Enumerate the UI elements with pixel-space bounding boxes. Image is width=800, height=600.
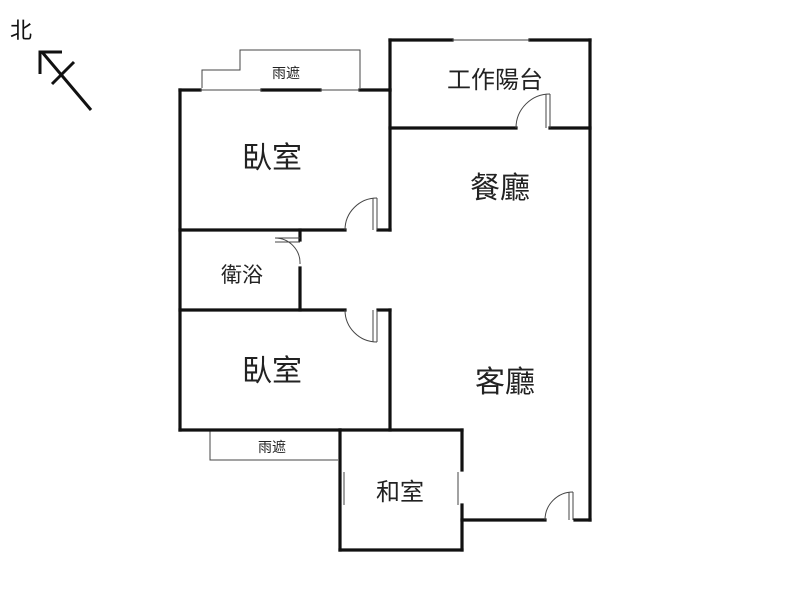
canopy-top-label: 雨遮 (272, 66, 300, 82)
door-entrance-icon (544, 491, 574, 521)
door-bedroom-bottom-icon (344, 309, 378, 343)
north-label: 北 (10, 19, 32, 44)
canopy-bottom: 雨遮 (209, 430, 338, 461)
canopy-bottom-label: 雨遮 (258, 440, 286, 456)
walls (178, 38, 592, 552)
room-label-dining: 餐廳 (470, 171, 530, 206)
doors (274, 93, 574, 521)
room-label-tatami: 和室 (376, 478, 424, 506)
room-label-bedroom-bottom: 臥室 (242, 354, 302, 389)
north-arrow-icon (38, 50, 93, 111)
room-label-balcony: 工作陽台 (447, 66, 543, 94)
room-label-bedroom-top: 臥室 (242, 141, 302, 176)
canopy-top: 雨遮 (201, 49, 361, 88)
compass: 北 (10, 19, 93, 111)
room-label-living: 客廳 (475, 365, 535, 400)
door-balcony-icon (515, 93, 551, 129)
door-bathroom-icon (274, 237, 301, 265)
door-bedroom-top-icon (344, 197, 378, 231)
room-label-bathroom: 衛浴 (221, 263, 263, 287)
windows (200, 39, 530, 505)
